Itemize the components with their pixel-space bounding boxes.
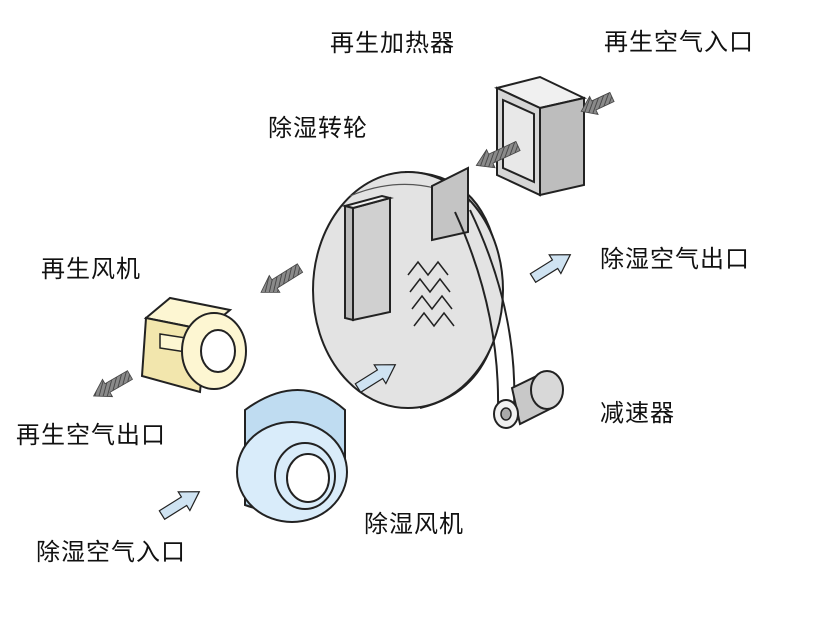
- process-sector-duct-face: [352, 196, 391, 322]
- label-process-air-inlet: 除湿空气入口: [36, 538, 186, 566]
- label-regen-air-outlet: 再生空气出口: [16, 421, 166, 449]
- wheel-to-regen-fan-arrow-icon: [260, 263, 304, 293]
- regen-air-outlet-arrow-icon: [92, 370, 134, 398]
- label-regen-heater: 再生加热器: [330, 29, 455, 57]
- fan-to-wheel-arrow-icon: [354, 364, 397, 394]
- process-fan: [236, 389, 348, 523]
- dry-air-outlet-arrow-icon: [529, 254, 572, 284]
- heater-to-wheel-arrow-icon: [475, 140, 521, 169]
- label-reducer: 减速器: [600, 399, 675, 427]
- label-regen-air-inlet: 再生空气入口: [604, 28, 754, 56]
- honeycomb-media-icon: [407, 260, 455, 328]
- process-air-inlet-arrow-icon: [158, 491, 201, 521]
- drive-belt: [454, 209, 516, 411]
- regen-heater: [494, 75, 588, 197]
- reducer-motor: [493, 370, 564, 429]
- label-process-fan: 除湿风机: [364, 510, 464, 538]
- label-regen-fan: 再生风机: [41, 255, 141, 283]
- label-dry-air-outlet: 除湿空气出口: [600, 245, 750, 273]
- regen-air-inlet-arrow-icon: [580, 91, 615, 116]
- label-desiccant-wheel: 除湿转轮: [268, 114, 368, 142]
- desiccant-wheel: [312, 166, 504, 409]
- regen-fan: [140, 296, 247, 394]
